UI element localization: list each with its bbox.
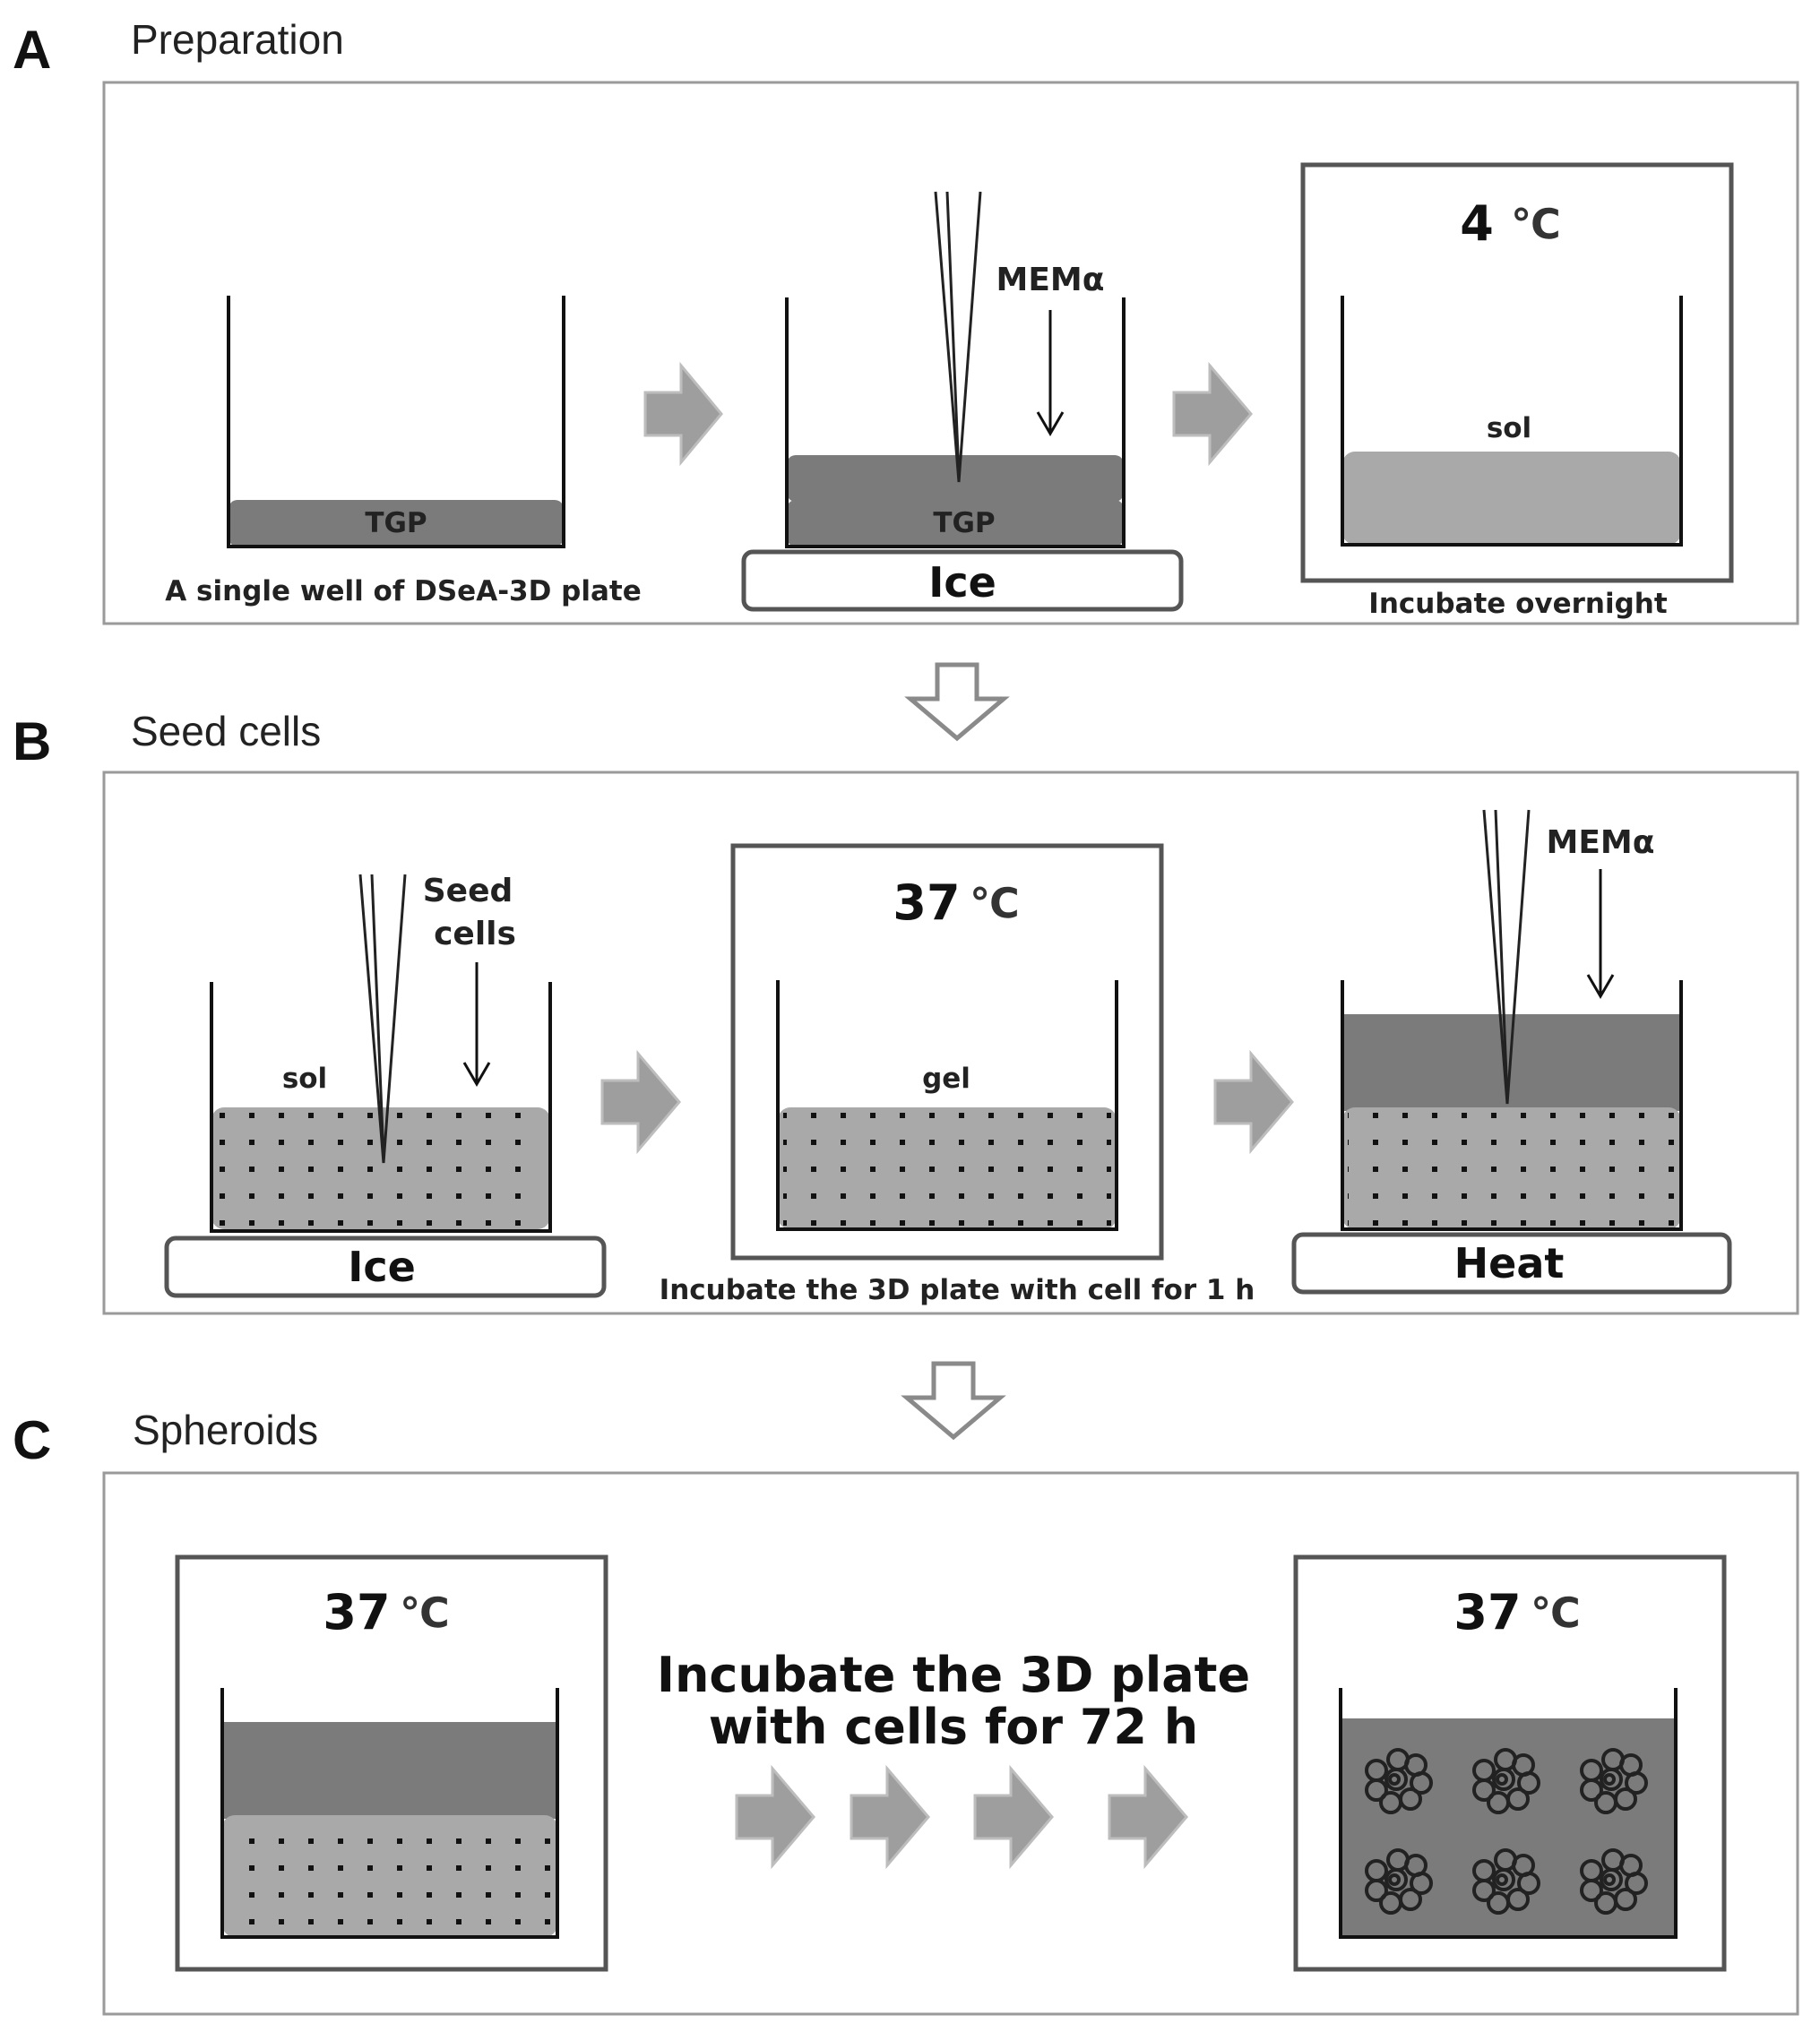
incubator-frame (730, 843, 1164, 1261)
tgp-layer (787, 500, 1124, 547)
pipette-tip-icon (934, 191, 982, 483)
temperature-unit: ℃ (1531, 1589, 1581, 1637)
incubator-caption: Incubate overnight (1368, 588, 1668, 620)
sol-layer (1342, 452, 1681, 545)
heat-block (1291, 1232, 1732, 1295)
pipette-tip-edge (1494, 809, 1509, 1099)
flow-arrow (1172, 361, 1253, 467)
flow-arrow (973, 1764, 1054, 1870)
flow-arrow (850, 1764, 930, 1870)
incubator-box: 37 ℃ (175, 1554, 608, 1972)
well-outline (1339, 1688, 1678, 1939)
panel-b-title: Seed cells (131, 708, 321, 754)
flow-arrow (735, 1764, 815, 1870)
temperature-value: 37 (323, 1584, 390, 1640)
cell-dots (228, 1819, 552, 1933)
down-arrow-head (1586, 974, 1615, 999)
incubator-frame (1293, 1554, 1727, 1972)
tgp-layer (229, 500, 564, 547)
sol-label: sol (282, 1063, 327, 1095)
incubator-caption: Incubate the 3D plate with cell for 1 h (660, 1274, 1255, 1306)
panel-c-letter: C (13, 1410, 51, 1470)
ice-block (164, 1236, 607, 1298)
ice-block (741, 549, 1184, 612)
panel-a: A Preparation TGP A single well of DSeA-… (13, 16, 1799, 625)
down-arrow-head (462, 1062, 491, 1087)
well-outline (227, 296, 565, 548)
well-outline (210, 982, 552, 1233)
pipette-tip-edge (370, 874, 385, 1158)
incubator-box: 37 ℃ gel (730, 843, 1164, 1261)
panel-b: B Seed cells sol Seed cells Ice 37 ℃ (13, 708, 1799, 1315)
well-outline (1341, 980, 1683, 1231)
memalpha-label: MEMα (1547, 824, 1655, 861)
flow-arrow (643, 361, 723, 467)
temperature-value: 37 (1453, 1584, 1521, 1640)
tgp-label: TGP (933, 507, 995, 539)
incubator-frame (1300, 162, 1734, 583)
well-outline (776, 980, 1118, 1231)
down-arrow-head (1036, 411, 1065, 436)
gel-label: gel (922, 1063, 970, 1095)
seed-label-line1: Seed (423, 873, 513, 909)
memalpha-layer (222, 1722, 557, 1819)
temperature-value: 4 (1460, 195, 1494, 252)
heat-label: Heat (1454, 1239, 1565, 1287)
well-on-heat: MEMα Heat (1291, 809, 1732, 1295)
flow-arrow (1213, 1049, 1294, 1155)
transition-down-arrow (901, 1361, 1006, 1441)
well-caption: A single well of DSeA-3D plate (165, 575, 641, 607)
empty-well: TGP A single well of DSeA-3D plate (165, 296, 642, 607)
well-on-ice: TGP MEMα Ice (741, 191, 1184, 612)
flow-arrow (600, 1049, 681, 1155)
panel-c-title: Spheroids (133, 1407, 318, 1453)
incubator-frame (175, 1554, 608, 1972)
pipette-tip-edge (945, 191, 961, 478)
well-outline (220, 1688, 559, 1939)
temperature-value: 37 (893, 874, 960, 931)
ice-label: Ice (348, 1243, 416, 1291)
pipette-tip-icon (358, 874, 407, 1164)
panel-a-title: Preparation (131, 16, 344, 63)
pipette-tip-icon (1482, 809, 1531, 1105)
cell-dots (1348, 1111, 1676, 1226)
incubator-box: 4 ℃ sol Incubate overnight (1300, 162, 1734, 620)
memalpha-layer (787, 455, 1124, 502)
sol-label: sol (1487, 412, 1531, 444)
incubator-box: 37 ℃ (1293, 1554, 1727, 1972)
transition-down-arrow (904, 662, 1010, 742)
flow-arrow (1108, 1764, 1188, 1870)
memalpha-label: MEMα (996, 262, 1105, 298)
tgp-label: TGP (365, 507, 427, 539)
temperature-unit: ℃ (1511, 200, 1561, 248)
panel-a-letter: A (13, 20, 51, 80)
seeding-well-on-ice: sol Seed cells Ice (164, 873, 607, 1298)
panel-b-letter: B (13, 711, 51, 771)
cell-dots (783, 1111, 1111, 1226)
incubation-text-line2: with cells for 72 h (709, 1699, 1198, 1755)
incubation-text-line1: Incubate the 3D plate (657, 1647, 1250, 1703)
temperature-unit: ℃ (400, 1589, 450, 1637)
seed-label-line2: cells (434, 916, 516, 952)
well-outline (1341, 296, 1683, 547)
well-outline (785, 297, 1126, 548)
ice-label: Ice (928, 558, 996, 607)
panel-c: C Spheroids 37 ℃ Incubate the 3D plate w… (13, 1407, 1799, 2016)
temperature-unit: ℃ (970, 879, 1020, 927)
